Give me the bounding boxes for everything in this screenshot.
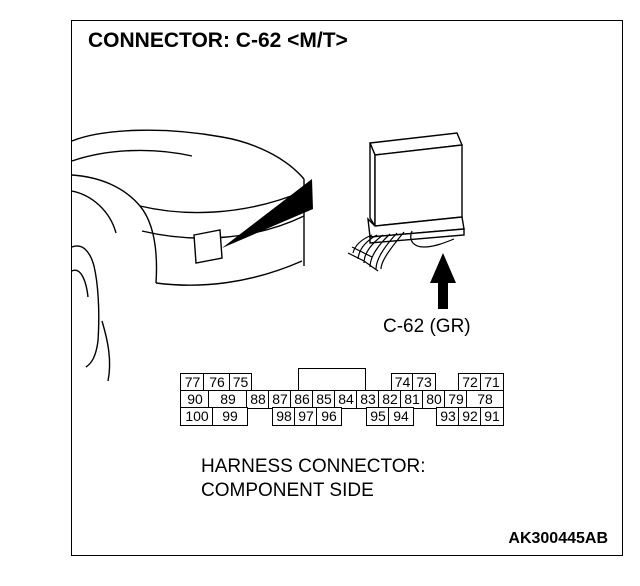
harness-label-line-2: COMPONENT SIDE: [201, 480, 374, 501]
connector-key-blank: [298, 368, 366, 392]
pin-cell: 92: [458, 407, 482, 426]
connector-label: C-62 (GR): [383, 316, 471, 337]
harness-label-line-1: HARNESS CONNECTOR:: [201, 456, 426, 477]
diagram-title: CONNECTOR: C-62 <M/T>: [88, 29, 348, 52]
pin-cell: 89: [208, 390, 248, 409]
pin-cell: 76: [203, 373, 231, 392]
pin-cell: 97: [294, 407, 318, 426]
pin-cell: 85: [312, 390, 336, 409]
pin-cell: 72: [458, 373, 482, 392]
ecu-module: [367, 132, 465, 244]
pin-cell: 99: [212, 407, 248, 426]
pin-cell: 100: [180, 407, 214, 426]
pin-cell: 91: [480, 407, 504, 426]
harness-wires: [347, 230, 455, 272]
dashboard-ecu-illustration: [72, 129, 465, 382]
reference-code: AK300445AB: [508, 530, 608, 547]
pin-cell: 93: [436, 407, 460, 426]
pin-cell: 98: [272, 407, 296, 426]
pointer-wedge: [222, 179, 313, 248]
pin-cell: 95: [366, 407, 390, 426]
ecu-location-marker: [193, 229, 223, 264]
diagram-frame: CONNECTOR: C-62 <M/T>: [71, 20, 623, 556]
pin-cell: 90: [180, 390, 210, 409]
pin-cell: 84: [334, 390, 358, 409]
pin-cell: 75: [229, 373, 252, 392]
pin-cell: 88: [246, 390, 270, 409]
pin-cell: 80: [422, 390, 446, 409]
dashboard-outline: [72, 129, 305, 382]
pin-cell: 71: [480, 373, 504, 392]
pin-cell: 94: [388, 407, 414, 426]
pin-cell: 77: [180, 373, 205, 392]
pin-cell: 79: [444, 390, 468, 409]
harness-connector-label: HARNESS CONNECTOR: COMPONENT SIDE: [201, 455, 426, 503]
pin-cell: 96: [316, 407, 342, 426]
arrow-up-icon: [430, 253, 456, 309]
pin-cell: 73: [412, 373, 436, 392]
